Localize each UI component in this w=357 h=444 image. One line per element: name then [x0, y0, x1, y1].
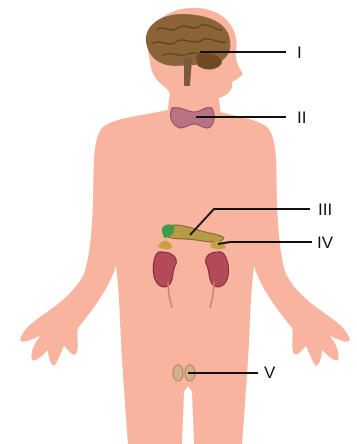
- label-I: I: [297, 43, 302, 62]
- label-IV: IV: [317, 233, 334, 252]
- label-V: V: [264, 363, 276, 382]
- testis-left: [173, 365, 183, 381]
- label-III: III: [318, 200, 332, 219]
- label-II: II: [297, 108, 306, 127]
